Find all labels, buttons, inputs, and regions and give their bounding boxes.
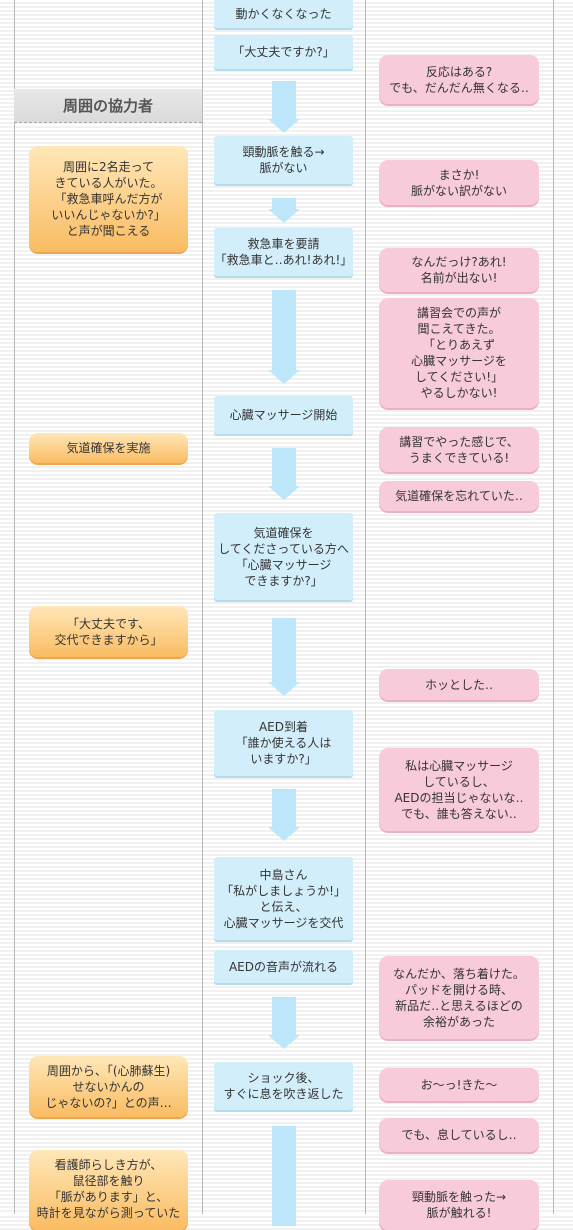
action-step-aed-arrived: AED到着 「誰か使える人は いますか?」: [214, 710, 353, 776]
thought-note-here-it-comes: お〜っ!きた〜: [379, 1068, 539, 1101]
bystander-note-nurse: 看護師らしき方が、 鼠径部を触り 「脈があります」と、 時計を見ながら測っていた: [29, 1150, 188, 1230]
thought-note-response: 反応はある? でも、だんだん無くなる‥: [379, 55, 539, 104]
thought-note-pulse-felt: 頸動脈を触った→ 脈が触れる!: [379, 1180, 539, 1230]
thought-note-not-aed: 私は心臓マッサージ しているし、 AEDの担当じゃないな‥ でも、誰も答えない‥: [379, 748, 539, 831]
flow-arrow: [268, 198, 300, 223]
flow-arrow: [268, 997, 300, 1049]
action-step-start-cpr: 心臓マッサージ開始: [214, 396, 353, 434]
thought-note-going-well: 講習でやった感じで、 うまくできている!: [379, 427, 539, 472]
bystander-note-can-swap: 「大丈夫です、 交代できますから」: [29, 606, 188, 657]
thought-note-no-pulse: まさか! 脈がない訳がない: [379, 160, 539, 205]
action-step-stopped-moving: 動かくなくなった: [214, 0, 353, 28]
thought-note-training-voice: 講習会での声が 聞こえてきた。 「とりあえず 心臓マッサージを してください!」…: [379, 298, 539, 408]
bystander-note-airway: 気道確保を実施: [29, 433, 188, 463]
action-step-are-you-ok: 「大丈夫ですか?」: [214, 35, 353, 69]
flow-arrow: [268, 789, 300, 841]
flow-arrow: [268, 448, 300, 500]
thought-note-breathing: でも、息しているし‥: [379, 1118, 539, 1152]
action-step-nakajima-swap: 中島さん 「私がしましょうか!」 と伝え、 心臓マッサージを交代: [214, 857, 353, 940]
action-step-call-ambulance: 救急車を要請 「救急車と‥あれ!あれ!」: [214, 228, 353, 276]
action-step-aed-voice: AEDの音声が流れる: [214, 950, 353, 983]
column-divider-left: [202, 0, 203, 1214]
bystander-note-runners: 周囲に2名走って きている人がいた。 「救急車呼んだ方が いいんじゃないか?」 …: [29, 146, 188, 252]
bystanders-column-header: 周囲の協力者: [14, 89, 202, 123]
action-step-ask-swap: 気道確保を してくださっている方へ 「心臓マッサージ できますか?」: [214, 513, 353, 600]
thought-note-forgot-airway: 気道確保を忘れていた‥: [379, 481, 539, 511]
flow-arrow: [269, 1126, 299, 1226]
flow-arrow: [268, 81, 300, 133]
thought-note-relieved: ホッとした‥: [379, 669, 539, 700]
column-divider-right: [365, 0, 366, 1214]
action-step-after-shock: ショック後、 すぐに息を吹き返した: [214, 1062, 353, 1110]
thought-note-forgot-name: なんだっけ?あれ! 名前が出ない!: [379, 248, 539, 292]
flow-arrow: [268, 618, 300, 696]
column-divider-right-outer: [553, 0, 554, 1214]
flow-arrow: [268, 290, 300, 384]
thought-note-calm: なんだか、落ち着けた。 パッドを開ける時、 新品だ‥と思えるほどの 余裕があった: [379, 956, 539, 1039]
action-step-check-pulse: 頸動脈を触る→ 脈がない: [214, 136, 353, 184]
bystander-note-voice: 周囲から、「(心肺蘇生) せないかんの じゃないの?」との声…: [29, 1056, 188, 1117]
column-divider-left-outer: [14, 0, 15, 1214]
